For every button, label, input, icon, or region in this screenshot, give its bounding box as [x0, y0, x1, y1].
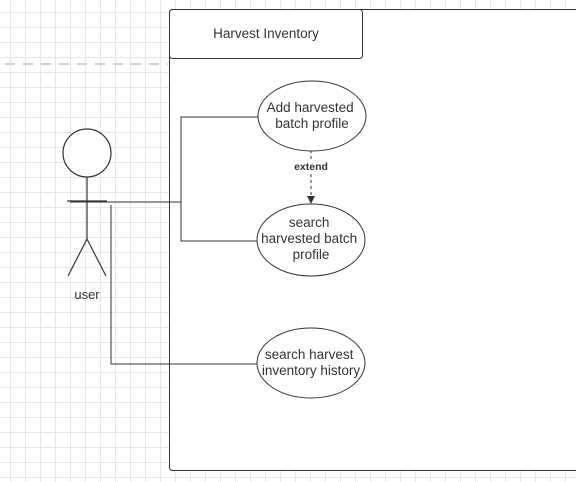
association-user-add-batch[interactable]	[70, 116, 258, 203]
use-case-label-line: inventory history	[262, 363, 361, 378]
actor-left-leg	[67, 238, 88, 277]
actor-head	[62, 128, 112, 178]
association-lines	[70, 116, 258, 365]
association-user-search-history[interactable]	[110, 205, 257, 365]
use-case-search-inventory-history[interactable]: search harvest inventory history	[256, 327, 366, 399]
actor-user[interactable]	[62, 128, 112, 277]
use-case-add-harvested-batch[interactable]: Add harvested batch profile	[257, 80, 367, 152]
use-case-label-line: profile	[293, 247, 330, 262]
use-case-ellipse	[256, 203, 366, 277]
extend-label: extend	[294, 161, 328, 173]
use-case-label-line: search	[289, 215, 330, 230]
use-case-ellipse	[256, 327, 366, 399]
association-user-search-batch[interactable]	[180, 202, 258, 242]
extend-arrowhead	[307, 196, 315, 204]
use-case-label-line: Add harvested	[267, 100, 354, 115]
system-title-box[interactable]	[169, 9, 363, 59]
actor-label: user	[74, 287, 100, 302]
extend-label-bg	[290, 159, 332, 173]
use-case-label-line: search harvest	[265, 347, 354, 362]
system-title: Harvest Inventory	[213, 26, 319, 41]
use-case-label: search harvested batch profile	[261, 215, 361, 262]
use-case-label-line: batch profile	[275, 116, 349, 131]
system-boundary[interactable]	[169, 9, 576, 471]
actor-right-leg	[86, 238, 107, 277]
use-case-label-line: harvested batch	[261, 231, 357, 246]
use-case-search-harvested-batch[interactable]: search harvested batch profile	[256, 203, 366, 277]
use-case-ellipse	[257, 80, 367, 152]
use-case-label: search harvest inventory history	[262, 347, 361, 378]
use-case-label: Add harvested batch profile	[267, 100, 358, 131]
